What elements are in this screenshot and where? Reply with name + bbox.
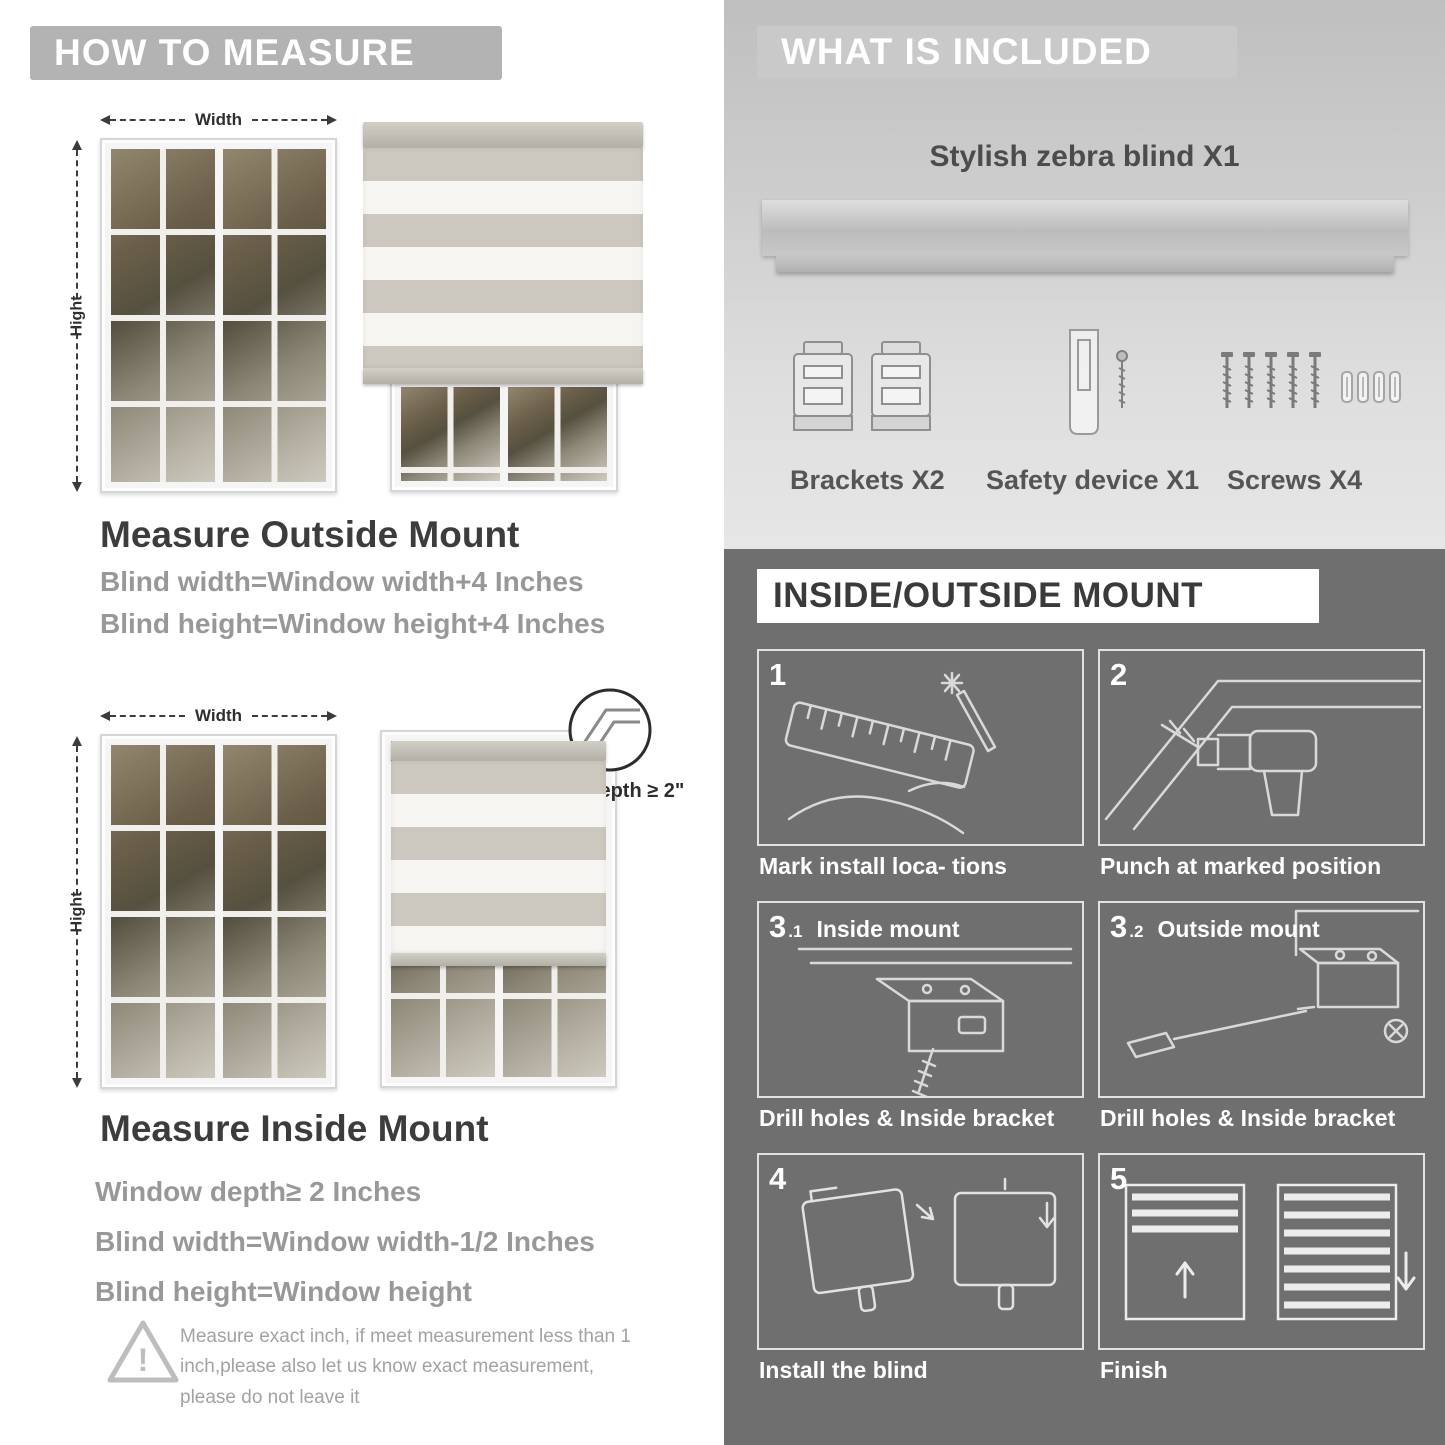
- height-label: Hight: [68, 295, 85, 337]
- step-2-panel: 2: [1098, 649, 1425, 846]
- arrow-down-icon: [72, 1078, 82, 1088]
- blind-stripes: [363, 148, 643, 368]
- warning-exclamation: !: [138, 1342, 149, 1378]
- arrow-left-icon: [100, 711, 110, 721]
- arrow-right-icon: [327, 711, 337, 721]
- warning-triangle-icon: !: [107, 1320, 179, 1383]
- height-arrow-inside: Hight: [68, 736, 86, 1088]
- step-3-2-panel: 3 .2 Outside mount: [1098, 901, 1425, 1098]
- blind-headrail-image: [762, 200, 1408, 256]
- what-is-included-title: WHAT IS INCLUDED: [781, 31, 1152, 72]
- depth-label: Depth ≥ 2": [585, 780, 685, 802]
- step-number: 3: [1110, 909, 1128, 944]
- step-3-1-caption: Drill holes & Inside bracket: [759, 1105, 1055, 1131]
- width-arrow-outside: Width: [100, 110, 337, 129]
- step-number: 3: [769, 909, 787, 944]
- arrow-left-icon: [100, 115, 110, 125]
- arrow-down-icon: [72, 482, 82, 492]
- height-label: Hight: [68, 891, 85, 933]
- safety-device-label: Safety device X1: [986, 465, 1200, 495]
- inside-mount-illustration: [797, 947, 1073, 1096]
- outside-width-formula: Blind width=Window width+4 Inches: [100, 566, 584, 597]
- height-arrow-outside: Hight: [68, 140, 86, 492]
- measure-warning-text: Measure exact inch, if meet measurement …: [180, 1326, 631, 1408]
- screws-image: [1219, 350, 1401, 410]
- mount-header-title: INSIDE/OUTSIDE MOUNT: [773, 576, 1204, 615]
- window-sash: [508, 387, 607, 481]
- step-number: 4: [769, 1161, 787, 1196]
- finish-illustration: [1124, 1183, 1416, 1321]
- arrow-up-icon: [72, 736, 82, 746]
- step-2: 2 Punch at m: [1098, 649, 1425, 880]
- mark-locations-illustration: [784, 671, 997, 835]
- step-subtitle: Outside mount: [1157, 916, 1320, 942]
- inside-depth-rule: Window depth≥ 2 Inches: [95, 1176, 422, 1207]
- blind-headrail: [363, 122, 643, 148]
- window-sash: [111, 149, 215, 482]
- step-number: 2: [1110, 657, 1128, 692]
- outside-mount-title: Measure Outside Mount: [100, 514, 520, 555]
- blind-headrail: [391, 741, 606, 761]
- step-number: 1: [769, 657, 787, 692]
- inside-width-formula: Blind width=Window width-1/2 Inches: [95, 1226, 595, 1257]
- window-photo-outside: [100, 138, 337, 493]
- step-5-caption: Finish: [1100, 1357, 1168, 1383]
- screws-label: Screws X4: [1227, 465, 1363, 495]
- brackets-label: Brackets X2: [790, 465, 945, 495]
- mount-header: INSIDE/OUTSIDE MOUNT: [757, 569, 1319, 623]
- how-to-measure-title: HOW TO MEASURE: [54, 32, 415, 73]
- what-is-included-section: WHAT IS INCLUDED Stylish zebra blind X1: [724, 0, 1445, 549]
- window-under-blind: [390, 376, 618, 492]
- inside-outside-mount-section: INSIDE/OUTSIDE MOUNT 1: [724, 549, 1445, 1445]
- arrow-up-icon: [72, 140, 82, 150]
- step-2-caption: Punch at marked position: [1100, 853, 1382, 879]
- step-4: 4: [757, 1153, 1084, 1384]
- step-3-2-caption: Drill holes & Inside bracket: [1100, 1105, 1396, 1131]
- blind-headrail-lip: [776, 256, 1394, 272]
- install-blind-illustration: [801, 1177, 1057, 1313]
- step-1: 1 Mark i: [757, 649, 1084, 880]
- step-1-panel: 1: [757, 649, 1084, 846]
- window-sash: [222, 745, 326, 1078]
- window-sash: [222, 149, 326, 482]
- step-3-2: 3 .2 Outside mount: [1098, 901, 1425, 1132]
- what-is-included-header: WHAT IS INCLUDED: [757, 26, 1237, 78]
- inside-mount-title: Measure Inside Mount: [100, 1108, 489, 1149]
- blind-stripes: [391, 761, 606, 953]
- step-4-caption: Install the blind: [759, 1357, 928, 1383]
- safety-device-image: [1069, 329, 1128, 435]
- step-1-caption: Mark install loca- tions: [759, 853, 1007, 879]
- zebra-blind-quantity-label: Stylish zebra blind X1: [929, 140, 1240, 173]
- drill-illustration: [1104, 679, 1422, 831]
- zebra-blind-outside-image: [363, 122, 643, 384]
- outside-height-formula: Blind height=Window height+4 Inches: [100, 608, 606, 639]
- brackets-image: [793, 341, 931, 431]
- step-subtitle: Inside mount: [816, 916, 960, 942]
- window-photo-inside: [100, 734, 337, 1089]
- width-label: Width: [194, 110, 243, 129]
- blind-bottomrail: [391, 953, 606, 966]
- step-3-1-panel: 3 .1 Inside mount: [757, 901, 1084, 1098]
- arrow-right-icon: [327, 115, 337, 125]
- step-4-panel: 4: [757, 1153, 1084, 1350]
- step-3-1: 3 .1 Inside mount: [757, 901, 1084, 1132]
- window-sash: [111, 745, 215, 1078]
- width-arrow-inside: Width: [100, 706, 337, 725]
- step-5: 5: [1098, 1153, 1425, 1384]
- step-5-panel: 5: [1098, 1153, 1425, 1350]
- inside-height-formula: Blind height=Window height: [95, 1276, 472, 1307]
- how-to-measure-header: HOW TO MEASURE: [30, 26, 502, 80]
- window-with-inside-blind: [380, 730, 617, 1088]
- outside-mount-illustration: [1126, 909, 1420, 1059]
- window-sash: [401, 387, 500, 481]
- blind-bottomrail: [363, 368, 643, 384]
- zebra-blind-inside-image: [391, 741, 606, 966]
- step-number: 5: [1110, 1161, 1128, 1196]
- width-label: Width: [194, 706, 243, 725]
